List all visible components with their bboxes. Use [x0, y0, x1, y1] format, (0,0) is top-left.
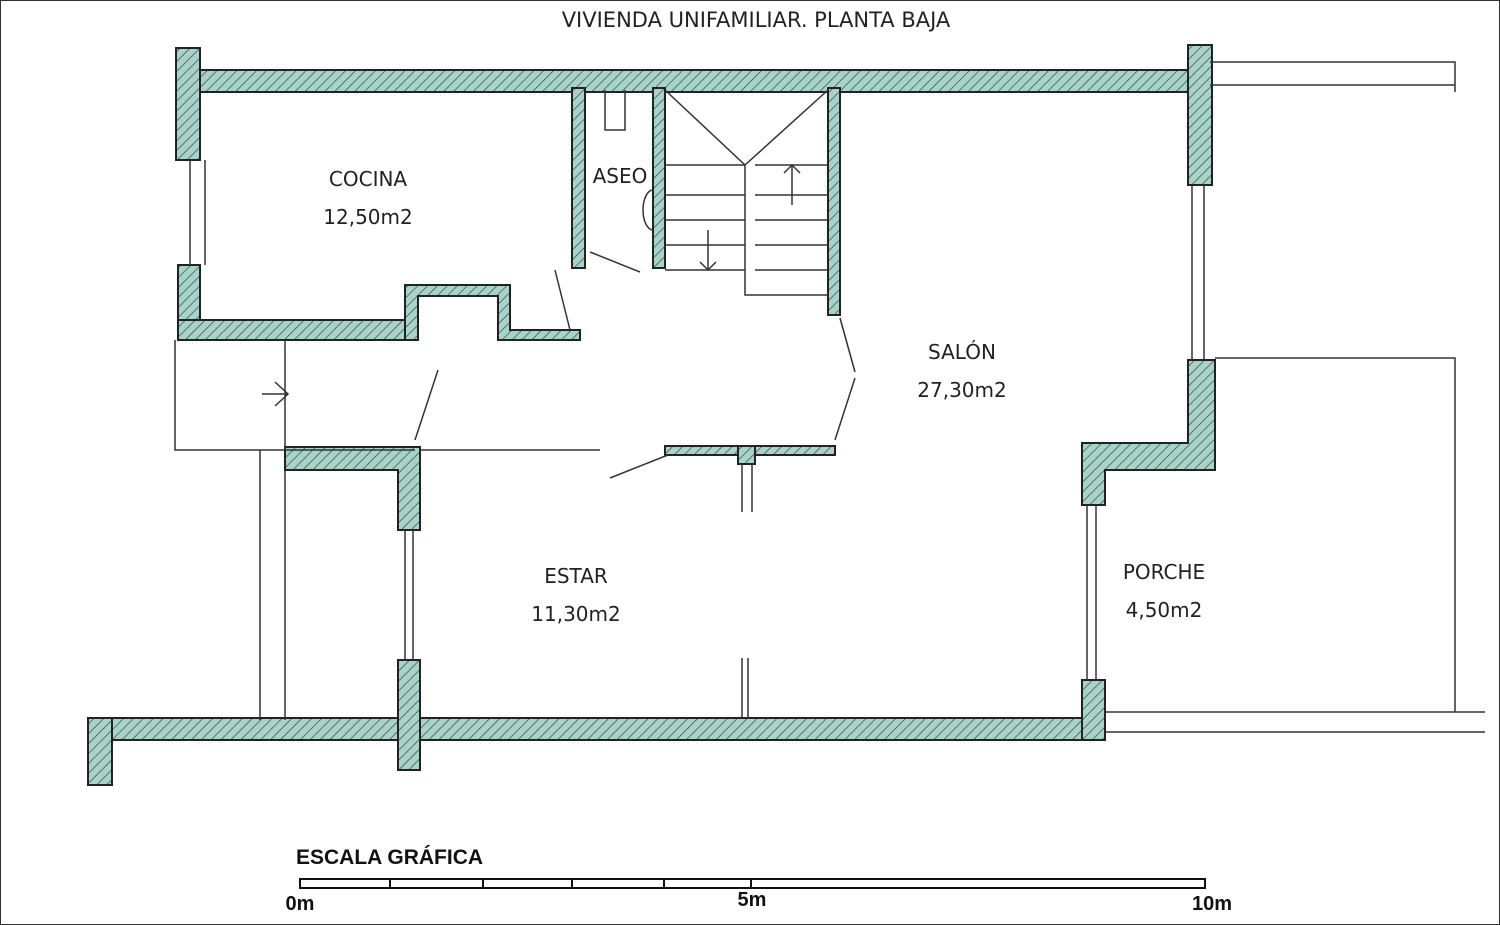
room-label-estar: ESTAR 11,30m2 [531, 557, 620, 633]
room-name: COCINA [328, 167, 408, 191]
room-label-porche: PORCHE 4,50m2 [1123, 553, 1205, 629]
room-area: 11,30m2 [531, 602, 621, 626]
thin-lines [174, 61, 1485, 733]
scale-label-0: 0m [285, 893, 315, 915]
room-label-aseo: ASEO [593, 157, 648, 195]
room-name: ESTAR [544, 564, 608, 588]
wall-right-upper [1187, 44, 1213, 186]
wall-stub [737, 445, 756, 465]
scale-bar [299, 878, 1206, 889]
wall-bottom [87, 717, 1106, 741]
scale-label-5: 5m [737, 889, 767, 911]
room-label-cocina: COCINA 12,50m2 [323, 160, 412, 236]
walls [87, 44, 1216, 786]
room-area: 27,30m2 [917, 378, 1007, 402]
room-name: SALÓN [928, 340, 996, 364]
wall-kitchen-bottom [177, 319, 416, 341]
room-area: 12,50m2 [323, 205, 413, 229]
wall-porch-bottom [1081, 679, 1106, 741]
room-name: ASEO [592, 164, 648, 188]
room-label-salon: SALÓN 27,30m2 [917, 333, 1006, 409]
wall-porch-corner [1081, 359, 1216, 506]
wall-estar-lower [397, 659, 421, 771]
scale-label-10: 10m [1191, 893, 1233, 915]
wall-estar-top [284, 446, 421, 531]
scale-title: ESCALA GRÁFICA [296, 846, 484, 869]
wall-kitchen-box [404, 284, 581, 341]
wall-aseo-left [571, 87, 586, 269]
room-name: PORCHE [1122, 560, 1206, 584]
wall-top [179, 69, 1211, 93]
room-area: 4,50m2 [1125, 598, 1203, 622]
wall-stair-right [827, 87, 841, 316]
wall-bottom-left-stub [87, 717, 113, 786]
wall-aseo-right [652, 87, 666, 269]
plan-title: VIVIENDA UNIFAMILIAR. PLANTA BAJA [561, 8, 951, 32]
wall-left-upper [175, 47, 201, 161]
